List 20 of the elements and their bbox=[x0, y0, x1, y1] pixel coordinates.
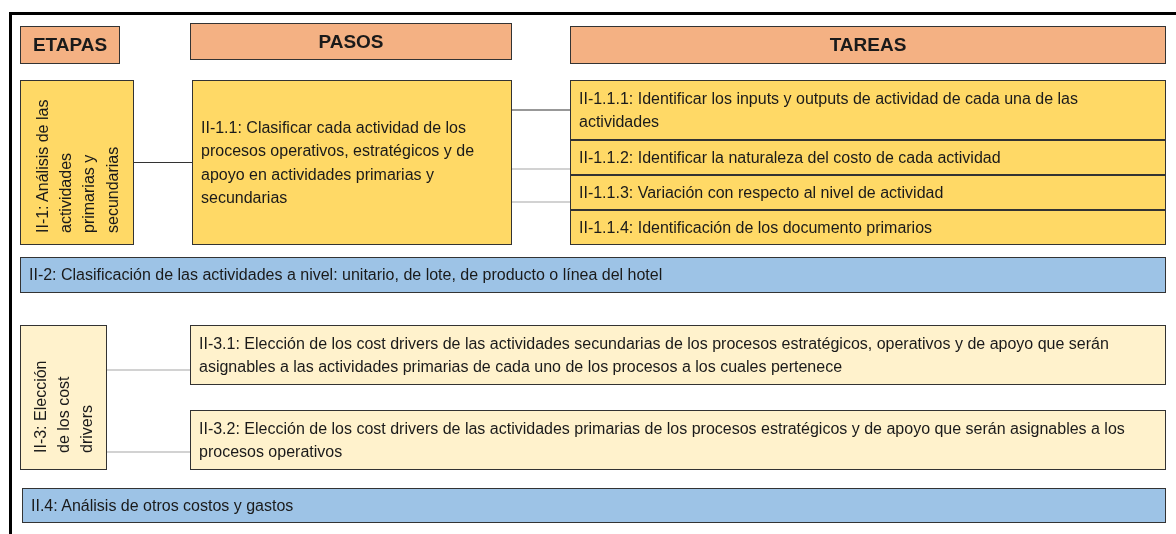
stage-box: II-3: Elección de los cost drivers bbox=[20, 325, 107, 470]
connector-line bbox=[133, 161, 193, 164]
step-box: II-3.1: Elección de los cost drivers de las actividades secundarias de los procesos estratégicos, operativos y de apoyo que serán asignables a las actividades primarias de cada uno de los procesos a los cuales pertenece bbox=[190, 325, 1166, 385]
stage-band: II-2: Clasificación de las actividades a nivel: unitario, de lote, de producto o línea del hotel bbox=[20, 257, 1166, 293]
stage-band: II.4: Análisis de otros costos y gastos bbox=[22, 488, 1166, 523]
connector-line bbox=[106, 369, 191, 371]
connector-line bbox=[511, 168, 571, 170]
column-header: PASOS bbox=[190, 23, 512, 60]
step-box: II-1.1.1: Identificar los inputs y outputs de actividad de cada una de las actividades bbox=[570, 80, 1166, 140]
column-header: ETAPAS bbox=[20, 26, 120, 64]
connector-line bbox=[106, 451, 191, 453]
step-box: II-3.2: Elección de los cost drivers de las actividades primarias de los procesos estratégicos y de apoyo que serán asignables a los procesos operativos bbox=[190, 410, 1166, 470]
stage-box: II-1: Análisis de las actividades primarias y secundarias bbox=[20, 80, 134, 245]
column-header: TAREAS bbox=[570, 26, 1166, 64]
connector-line bbox=[511, 201, 571, 203]
connector-line bbox=[511, 109, 571, 111]
step-box: II-1.1: Clasificar cada actividad de los procesos operativos, estratégicos y de apoyo en actividades primarias y secundarias bbox=[192, 80, 512, 245]
step-box: II-1.1.3: Variación con respecto al nivel de actividad bbox=[570, 175, 1166, 210]
step-box: II-1.1.2: Identificar la naturaleza del costo de cada actividad bbox=[570, 140, 1166, 175]
step-box: II-1.1.4: Identificación de los documento primarios bbox=[570, 210, 1166, 245]
